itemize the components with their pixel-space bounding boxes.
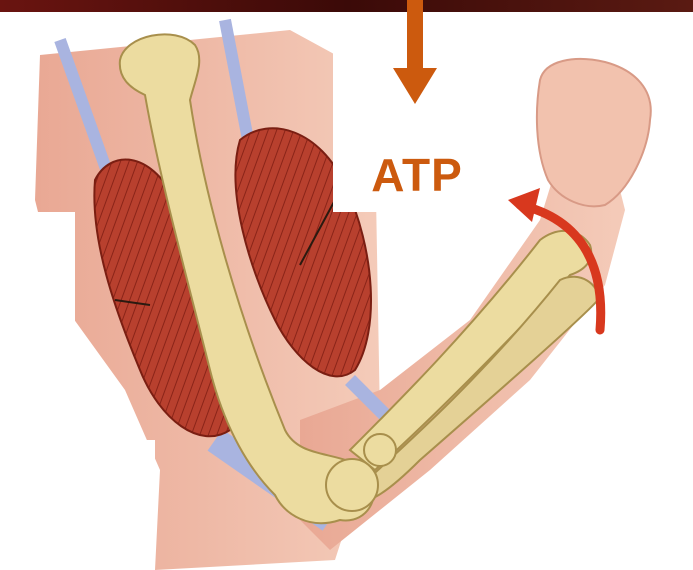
elbow-joint: [326, 459, 378, 511]
mask-bottom-left: [75, 440, 155, 570]
curved-arrow-head: [508, 188, 540, 222]
atp-label: ATP: [333, 148, 501, 202]
radius-bone: [350, 231, 591, 470]
down-arrow-icon: [390, 0, 440, 106]
fist: [537, 59, 651, 206]
mask-left: [0, 212, 75, 570]
elbow-joint-knob: [364, 434, 396, 466]
